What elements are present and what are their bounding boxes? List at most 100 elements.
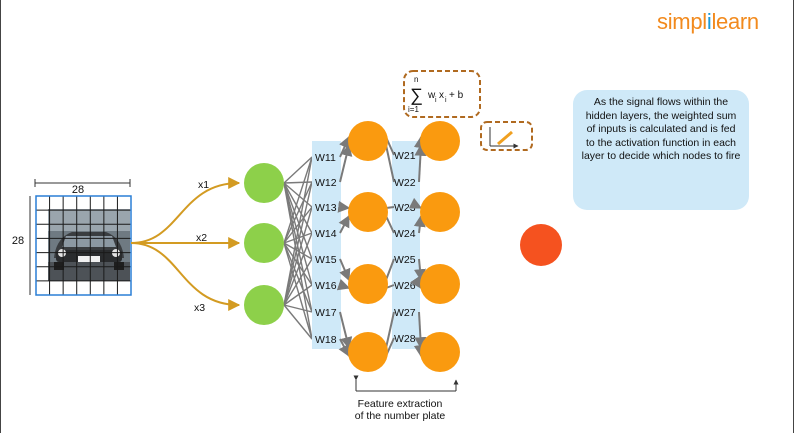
weight-w28: W28 xyxy=(394,333,416,345)
connection-line xyxy=(283,181,313,244)
input-label-x3: x3 xyxy=(194,302,205,314)
pixel-grid xyxy=(35,195,132,296)
arrow-to-hidden1 xyxy=(339,258,351,282)
arrow-to-hidden1 xyxy=(338,338,350,358)
arrow-to-hidden1 xyxy=(336,278,351,291)
hidden1-node-4 xyxy=(348,332,388,372)
arrow-to-hidden1 xyxy=(339,143,353,183)
width-label: 28 xyxy=(72,184,84,196)
input-image: 28 28 xyxy=(12,179,132,296)
connection-line xyxy=(283,258,313,306)
connection-line xyxy=(283,284,313,306)
arrow-to-hidden1 xyxy=(337,200,351,213)
formula-sub-i2: i xyxy=(445,97,447,104)
connection-line xyxy=(283,242,313,260)
formula-sub-i: i xyxy=(435,97,437,104)
connection-line xyxy=(283,304,313,340)
caption-line1: Feature extraction xyxy=(357,398,443,410)
sigma-symbol: ∑ xyxy=(410,85,423,105)
weight-bar-layer1 xyxy=(312,141,341,349)
connection-line xyxy=(283,182,313,340)
input-label-x1: x1 xyxy=(198,179,209,191)
formula-w: w xyxy=(427,90,436,101)
weight-w12: W12 xyxy=(315,177,337,189)
input-node-3 xyxy=(244,285,284,325)
weight-w22: W22 xyxy=(394,177,416,189)
weight-w18: W18 xyxy=(315,334,337,346)
output-node xyxy=(520,224,562,266)
input-node-1 xyxy=(244,163,284,203)
connection-line xyxy=(283,156,313,184)
sum-upper-limit: n xyxy=(414,75,418,84)
weight-w15: W15 xyxy=(315,254,337,266)
connection-line xyxy=(283,232,313,306)
formula-box xyxy=(403,70,481,118)
right-border xyxy=(793,0,794,433)
weights-layer1: W11 W12 W13 W14 W15 W16 W17 W18 xyxy=(315,152,337,346)
arrow-to-hidden1 xyxy=(338,214,350,234)
hidden1-node-3 xyxy=(348,264,388,304)
hidden2-node-4 xyxy=(420,332,460,372)
connection-to-weight2 xyxy=(385,311,395,349)
curve-to-x3 xyxy=(130,242,241,311)
connection-line xyxy=(283,242,313,313)
hidden2-node-1 xyxy=(420,121,460,161)
arrow-to-hidden2 xyxy=(414,143,427,183)
connection-line xyxy=(283,304,313,313)
caption-line2: of the number plate xyxy=(354,410,446,422)
connection-line xyxy=(283,242,313,286)
weighted-sum-formula: n ∑ i=1 w i x i + b xyxy=(403,70,481,118)
connection-line xyxy=(283,182,313,313)
image-border xyxy=(35,195,132,296)
connection-line xyxy=(283,156,313,306)
hidden-layer-1 xyxy=(348,121,388,372)
weight-w14: W14 xyxy=(315,228,337,240)
weight-w11: W11 xyxy=(315,152,336,164)
input-curves xyxy=(130,177,241,311)
connection-to-weight2 xyxy=(385,215,395,234)
weight-w26: W26 xyxy=(394,280,416,292)
connection-line xyxy=(283,206,313,306)
hidden2-node-3 xyxy=(420,264,460,304)
weight-w13: W13 xyxy=(315,202,337,214)
input-node-2 xyxy=(244,223,284,263)
connection-line xyxy=(283,181,313,306)
activation-function-icon xyxy=(480,121,533,151)
hidden-layer-arrows xyxy=(336,135,427,358)
simplilearn-logo: simplilearn xyxy=(657,9,759,34)
connection-line xyxy=(283,206,313,244)
curve-to-x1 xyxy=(130,177,241,244)
connection-line xyxy=(283,232,313,244)
connection-to-weight2 xyxy=(385,258,395,281)
connection-to-weight2 xyxy=(385,144,395,183)
input-label-x2: x2 xyxy=(196,232,207,244)
hidden1-node-1 xyxy=(348,121,388,161)
info-callout: As the signal flows within the hidden la… xyxy=(573,90,749,210)
hidden2-node-2 xyxy=(420,192,460,232)
weight-bar-layer2 xyxy=(392,141,420,349)
hidden1-node-2 xyxy=(348,192,388,232)
weight-w27: W27 xyxy=(394,307,416,319)
weight-w21: W21 xyxy=(394,150,416,162)
weight-w16: W16 xyxy=(315,280,337,292)
formula-x: x xyxy=(439,90,444,101)
input-layer xyxy=(244,163,284,325)
arrow-to-hidden1 xyxy=(339,311,353,350)
connection-line xyxy=(283,242,313,340)
feature-bracket xyxy=(353,375,459,392)
input-to-hidden-connections xyxy=(283,156,313,340)
weight-w17: W17 xyxy=(315,307,337,319)
weight-w23: W23 xyxy=(394,202,416,214)
weight-w24: W24 xyxy=(394,228,416,240)
hidden-layer-2 xyxy=(420,121,460,372)
activation-curve xyxy=(497,130,513,146)
connection-line xyxy=(283,156,313,244)
weight-w25: W25 xyxy=(394,254,416,266)
arrow-to-hidden2 xyxy=(413,214,426,234)
formula-plus-b: + b xyxy=(449,90,464,101)
height-label: 28 xyxy=(12,235,24,247)
feature-caption: Feature extraction of the number plate xyxy=(330,398,470,422)
sum-lower-limit: i=1 xyxy=(408,105,419,114)
